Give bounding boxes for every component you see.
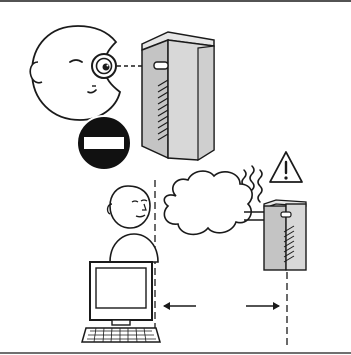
- distance-arrow-left-icon: [163, 302, 196, 310]
- thought-cloud-icon: [164, 171, 272, 234]
- distance-arrow-right-icon: [246, 302, 280, 310]
- keyboard-icon: [82, 328, 160, 342]
- tall-server-tower-icon: [142, 32, 214, 160]
- warning-triangle-icon: [270, 152, 302, 182]
- desktop-computer-icon: [90, 262, 152, 325]
- no-entry-sign-icon: [77, 116, 131, 170]
- user-bust-icon: [108, 186, 158, 262]
- small-server-cabinet-icon: [264, 200, 306, 270]
- magnifying-eyepiece-icon: [92, 54, 116, 78]
